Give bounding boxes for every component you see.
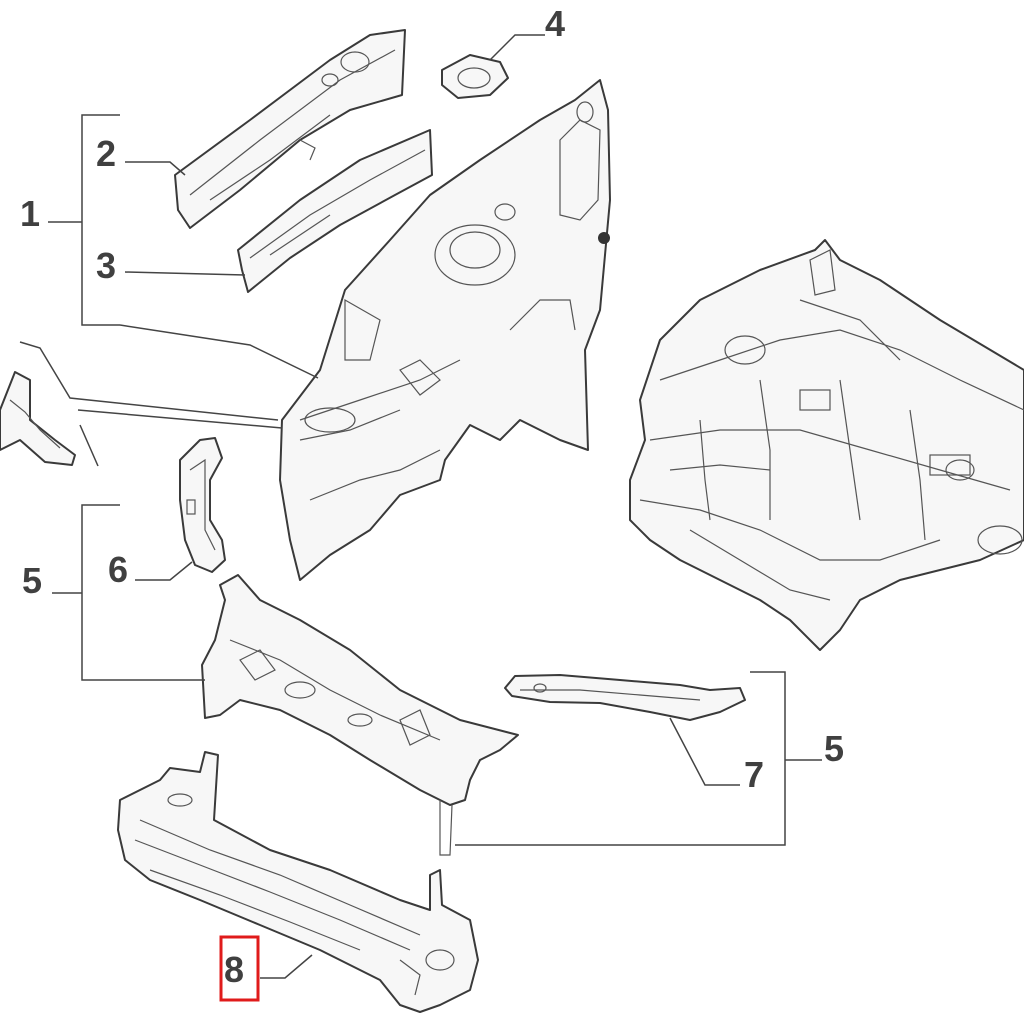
callout-3: 3: [96, 245, 116, 286]
callout-7: 7: [744, 754, 764, 795]
leader-1-to-part: [119, 324, 319, 379]
leader-8: [260, 954, 313, 979]
part-6-bracket: [179, 437, 226, 573]
leader-5-right-bracket: [455, 671, 786, 846]
leader-lines: [19, 34, 822, 979]
leader-bracket-lower: [77, 409, 283, 429]
highlight-box-8: [219, 935, 260, 1002]
leader-6: [135, 561, 193, 581]
part-8-crossmember: [117, 751, 479, 1013]
callout-5-right: 5: [824, 728, 844, 769]
callout-6: 6: [108, 549, 128, 590]
leader-bracket-upper: [19, 341, 279, 421]
part-4-plate: [441, 54, 509, 99]
part-2-upper-rail: [174, 29, 406, 229]
callout-2: 2: [96, 133, 116, 174]
leader-3: [124, 271, 246, 276]
leader-bracket-short: [79, 424, 99, 467]
leader-4: [489, 34, 545, 61]
callout-1: 1: [20, 193, 40, 234]
assembly-reference-view: [629, 239, 1024, 651]
callout-8: 8: [224, 949, 244, 990]
callout-5-left: 5: [22, 560, 42, 601]
part-7-cross-bar: [504, 674, 746, 721]
leader-2: [125, 161, 186, 176]
part-3-lower-rail: [237, 129, 433, 293]
leader-1-bracket: [81, 114, 120, 326]
callout-4: 4: [545, 3, 565, 44]
part-bracket-left: [0, 371, 76, 466]
leader-7: [669, 717, 740, 786]
part-1-side-assembly: [279, 79, 611, 581]
part-5-cross-member: [201, 574, 519, 856]
